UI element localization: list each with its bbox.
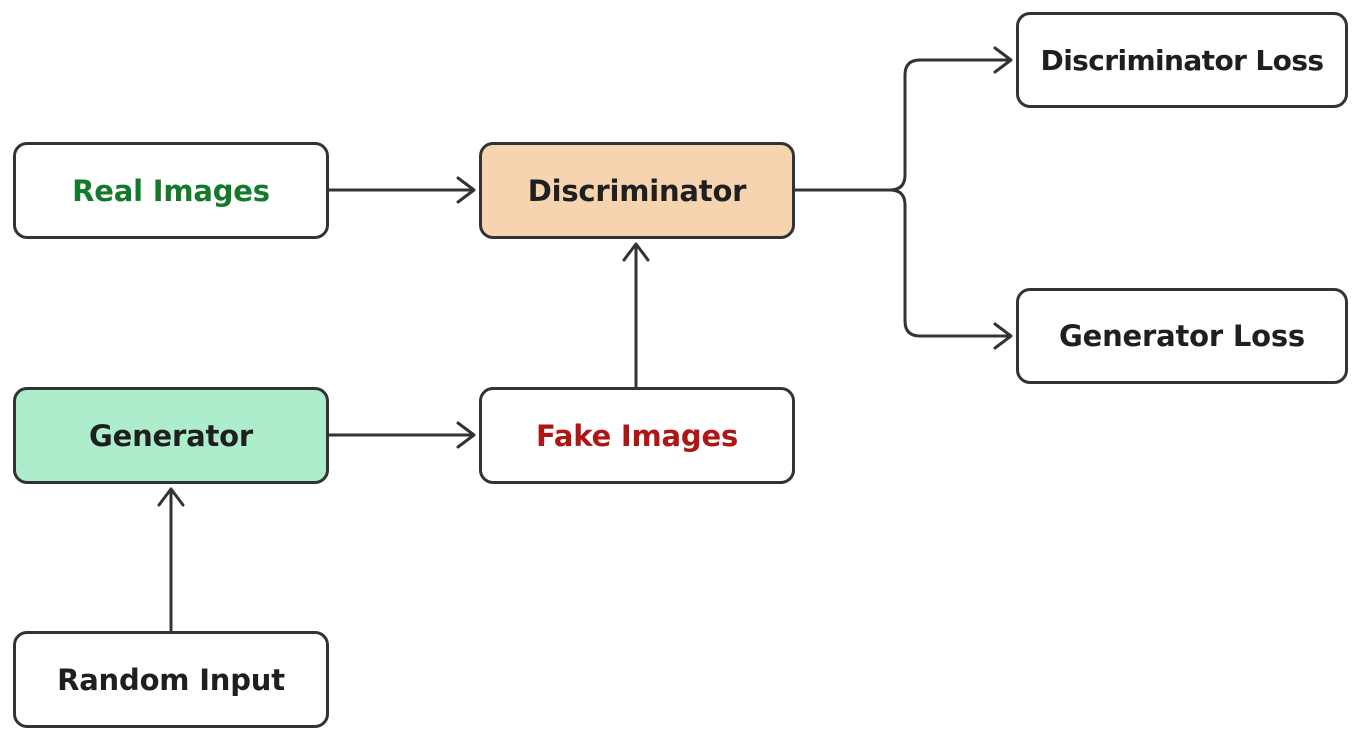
arrowhead-random-input-to-generator [157,487,185,507]
node-real-images-label: Real Images [72,173,270,208]
node-discriminator-loss-label: Discriminator Loss [1040,43,1325,77]
node-random-input: Random Input [13,631,329,728]
node-real-images: Real Images [13,142,329,239]
node-generator-loss-label: Generator Loss [1059,319,1305,353]
node-random-input-label: Random Input [57,662,285,697]
node-fake-images: Fake Images [479,387,795,484]
node-generator-label: Generator [89,418,253,453]
arrowhead-discriminator-to-discriminator-loss [993,46,1013,74]
node-discriminator-label: Discriminator [527,173,747,208]
node-generator: Generator [13,387,329,484]
node-fake-images-label: Fake Images [535,418,739,453]
arrowhead-discriminator-to-generator-loss [993,322,1013,350]
edge-discriminator-to-generator-loss [888,188,1011,338]
node-discriminator: Discriminator [479,142,795,239]
node-generator-loss: Generator Loss [1016,288,1348,384]
arrowhead-generator-to-fake-images [456,421,476,449]
arrowhead-real-images-to-discriminator [456,176,476,204]
edge-discriminator-to-discriminator-loss [793,58,1011,192]
node-discriminator-loss: Discriminator Loss [1016,12,1348,108]
arrowhead-fake-images-to-discriminator [622,242,650,262]
